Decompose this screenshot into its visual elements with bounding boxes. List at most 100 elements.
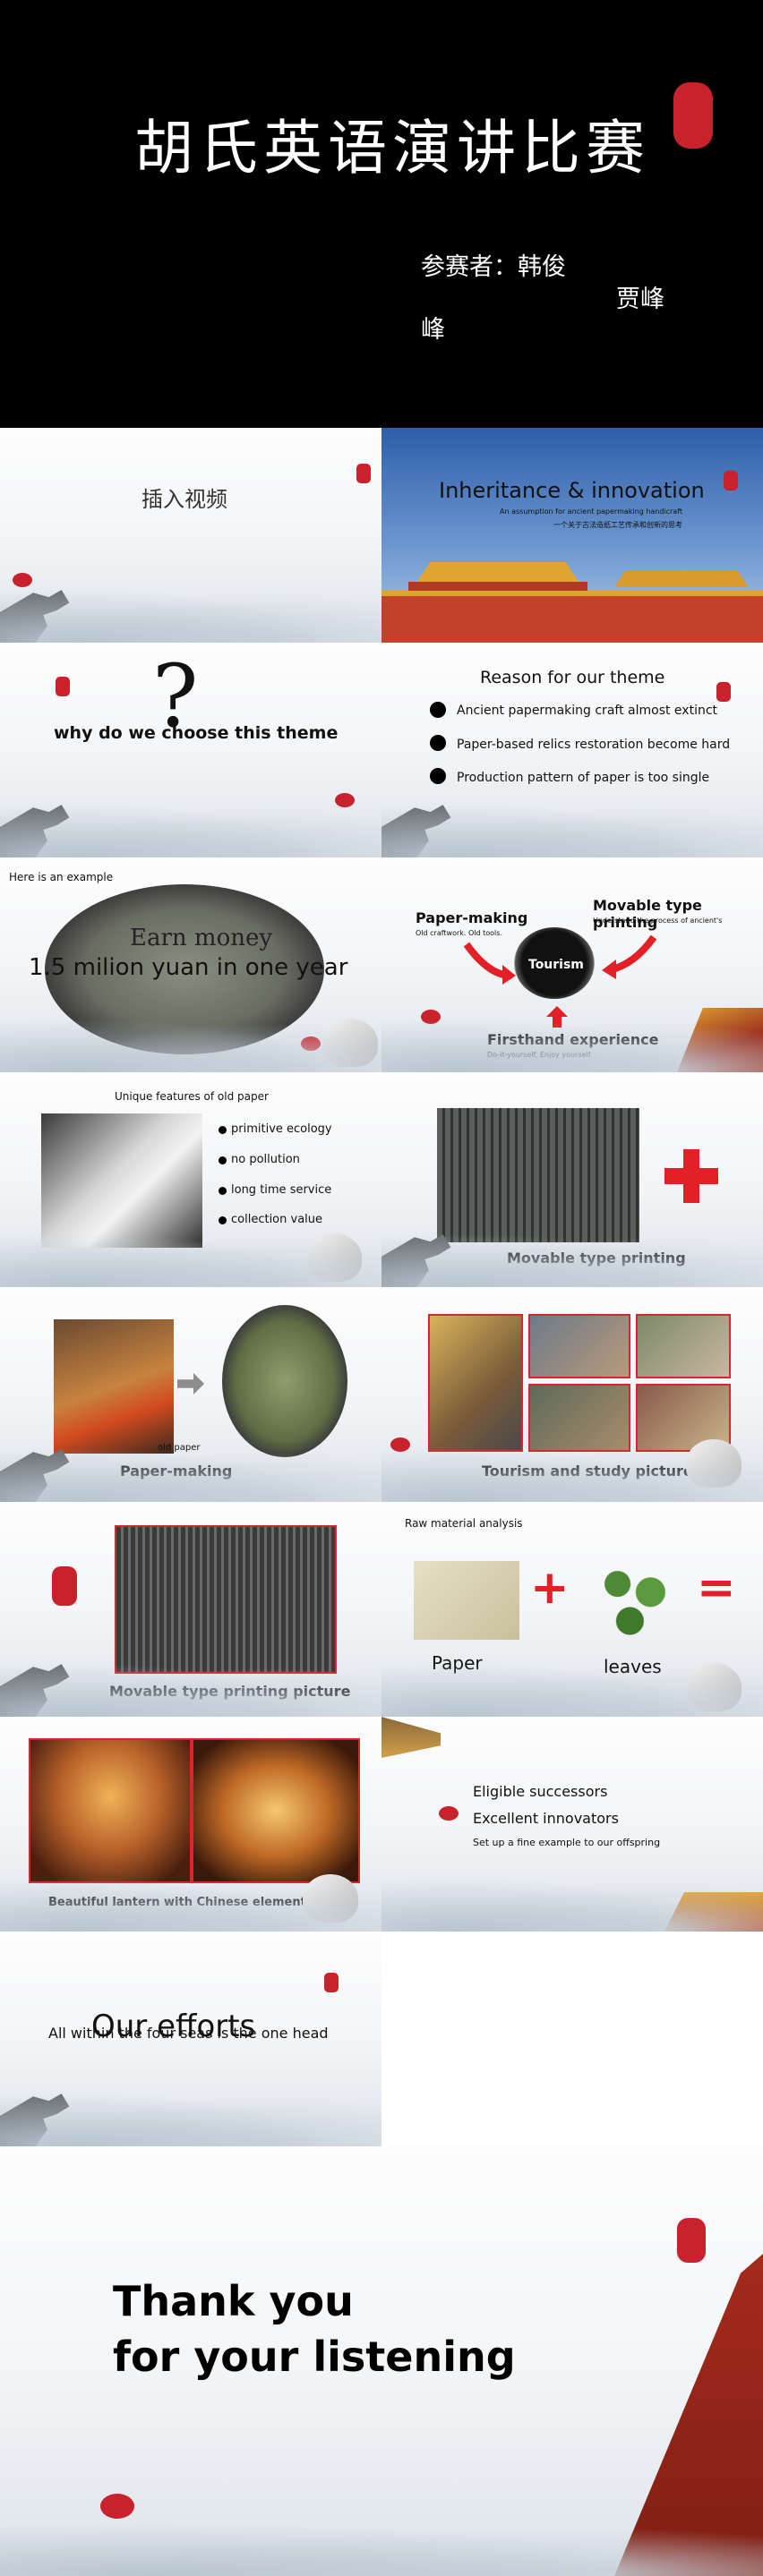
paper-making-label: Paper-making <box>416 909 528 926</box>
inheritance-subtitle: An assumption for ancient papermaking ha… <box>500 508 683 516</box>
efforts-sub: All within the four seas is the one head <box>48 2025 329 2042</box>
seal-icon <box>335 793 355 807</box>
firsthand-label: Firsthand experience <box>487 1031 659 1048</box>
successors-line3: Set up a fine example to our offspring <box>473 1837 661 1848</box>
slide-movable-picture: Movable type printing picture <box>0 1502 382 1717</box>
slide-insert-video: 插入视频 <box>0 428 382 643</box>
palace-wall-icon <box>614 2254 763 2576</box>
plus-sign: + <box>530 1561 570 1615</box>
lantern-photo-2 <box>192 1738 360 1883</box>
slide-paper-making: old paper Paper-making <box>0 1287 382 1502</box>
beast-statue-icon <box>382 1234 451 1287</box>
slide-unique-features: Unique features of old paper primitive e… <box>0 1072 382 1287</box>
feature-1: primitive ecology <box>231 1122 332 1136</box>
tourism-label: Tourism <box>528 958 584 972</box>
example-line2: 1.5 milion yuan in one year <box>29 954 348 981</box>
seal-icon <box>724 471 738 490</box>
inheritance-title: Inheritance & innovation <box>439 478 705 503</box>
lantern-photo-1 <box>29 1738 192 1883</box>
movable-picture-caption: Movable type printing picture <box>109 1683 351 1700</box>
firsthand-sub: Do-it-yourself. Enjoy yourself. <box>487 1051 593 1059</box>
seal-icon <box>301 1036 321 1051</box>
movable-caption: Movable type printing <box>507 1250 686 1267</box>
seal-icon <box>421 1010 441 1024</box>
insert-video-text: 插入视频 <box>141 487 227 512</box>
paper-making-photo <box>54 1319 174 1454</box>
arrow-icon <box>602 934 657 979</box>
slide-inheritance: Inheritance & innovation An assumption f… <box>382 428 763 643</box>
participant-name: 贾峰 <box>616 286 664 313</box>
beast-statue-icon <box>0 1664 70 1717</box>
leaves-photo <box>593 1559 675 1642</box>
slide-thank-you: Thank you for your listening <box>0 2146 763 2576</box>
palace-roof-icon <box>677 1008 763 1072</box>
movable-label: Movable type printing <box>593 897 702 931</box>
slide-cover: 胡氏英语演讲比赛 参赛者：韩俊 贾峰 峰 <box>0 0 763 428</box>
tourism-photo-3 <box>636 1314 731 1378</box>
tourism-photo-4 <box>528 1384 630 1452</box>
example-line1: Earn money <box>130 925 273 951</box>
seal-icon <box>13 573 32 587</box>
seal-icon <box>56 677 70 696</box>
bullet-icon <box>430 702 446 718</box>
seal-icon <box>677 2218 706 2263</box>
red-cross-icon <box>664 1149 718 1203</box>
beast-statue-icon <box>382 805 451 857</box>
seal-icon <box>716 682 731 702</box>
bullet-icon <box>430 768 446 784</box>
slide-reason: Reason for our theme Ancient papermaking… <box>382 643 763 857</box>
reason-title: Reason for our theme <box>480 668 665 687</box>
leaves-label: leaves <box>604 1656 662 1677</box>
tourism-photo-1 <box>428 1314 523 1452</box>
example-label: Here is an example <box>9 871 114 883</box>
paper-dipping-photo <box>222 1305 347 1457</box>
slide-successors: Eligible successors Excellent innovators… <box>382 1717 763 1932</box>
feature-4: collection value <box>231 1213 323 1226</box>
beast-statue-icon <box>0 805 70 857</box>
seal-icon <box>439 1806 459 1821</box>
participant-name-tail: 峰 <box>421 316 445 344</box>
efforts-title: Our efforts <box>91 2009 256 2044</box>
seal-icon <box>390 1437 410 1452</box>
paper-label: Paper <box>432 1652 483 1674</box>
successors-line1: Eligible successors <box>473 1783 608 1800</box>
paper-making-caption: Paper-making <box>120 1463 233 1480</box>
beast-statue-icon <box>0 590 70 643</box>
arrow-icon <box>546 1006 568 1028</box>
beast-statue-icon <box>0 1449 70 1502</box>
successors-line2: Excellent innovators <box>473 1810 619 1827</box>
satellite-dish-icon <box>303 1874 358 1923</box>
arrow-icon <box>177 1373 204 1395</box>
seal-icon <box>52 1566 77 1606</box>
cover-title: 胡氏英语演讲比赛 <box>134 114 650 183</box>
arrow-icon <box>463 942 516 985</box>
tourism-caption: Tourism and study picture <box>482 1463 693 1480</box>
paper-photo <box>414 1561 519 1640</box>
participants-label: 参赛者：韩俊 <box>421 253 566 281</box>
why-theme-text: why do we choose this theme <box>54 723 339 743</box>
satellite-dish-icon <box>322 1019 378 1067</box>
slide-tourism: Paper-making Old craftwork. Old tools. M… <box>382 857 763 1072</box>
seal-icon <box>673 82 713 149</box>
reason-item-1: Ancient papermaking craft almost extinct <box>457 704 718 718</box>
satellite-dish-icon <box>306 1233 362 1282</box>
slide-lantern: Beautiful lantern with Chinese elements <box>0 1717 382 1932</box>
reason-item-2: Paper-based relics restoration become ha… <box>457 738 731 752</box>
bullet-icon <box>430 735 446 751</box>
bullet-icon <box>219 1216 227 1224</box>
satellite-dish-icon <box>686 1439 742 1488</box>
seal-icon <box>100 2494 134 2519</box>
equals-sign: = <box>697 1561 736 1615</box>
raw-material-title: Raw material analysis <box>405 1517 523 1530</box>
thanks-line1: Thank you <box>113 2277 354 2325</box>
slide-example: Here is an example Earn money 1.5 milion… <box>0 857 382 1072</box>
tourism-photo-5 <box>636 1384 731 1452</box>
slide-movable-type: Movable type printing <box>382 1072 763 1287</box>
tourism-ink-circle <box>514 927 595 999</box>
feature-3: long time service <box>231 1183 332 1197</box>
old-paper-photo <box>41 1113 202 1248</box>
beast-statue-icon <box>0 2094 70 2146</box>
bullet-icon <box>219 1156 227 1164</box>
movable-sub: Understand the process of ancient's <box>593 917 723 925</box>
slide-raw-material: Raw material analysis + = Paper leaves <box>382 1502 763 1717</box>
